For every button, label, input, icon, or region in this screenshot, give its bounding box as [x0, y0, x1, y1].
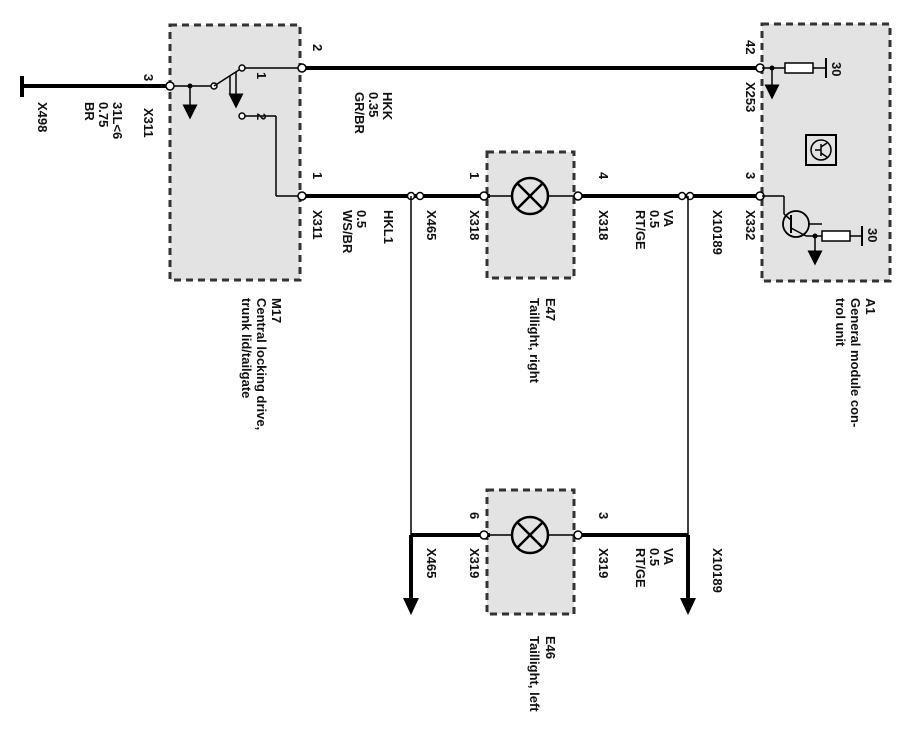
hkl1-name: HKL1	[381, 210, 396, 244]
a1-name-2: trol unit	[833, 298, 848, 347]
resistor-icon	[784, 62, 814, 74]
va-size: 0.5	[647, 210, 662, 228]
e46-pin-in: 6	[467, 512, 482, 519]
e47-id: E47	[543, 298, 558, 321]
e47-out-connector: X318	[596, 210, 611, 240]
m17-name-1: Central locking drive,	[254, 298, 269, 430]
va2-name: VA	[661, 548, 676, 566]
va-color: RT/GE	[633, 210, 648, 250]
a1-bottom-connector: X332	[743, 210, 758, 240]
e46-out-ref: X10189	[710, 548, 725, 593]
m17-switch-b: 2	[254, 113, 269, 120]
e46-out-connector: X319	[596, 548, 611, 578]
a1-supply-2: 30	[865, 228, 880, 242]
a1-internal-top	[762, 58, 827, 100]
va2-size: 0.5	[647, 548, 662, 566]
switch-icon	[174, 64, 300, 197]
ground-connector: X311	[141, 108, 156, 138]
hkl1-connector: X311	[310, 210, 325, 240]
hkk-color: GR/BR	[352, 92, 367, 135]
m17-id: M17	[269, 298, 284, 323]
m17-box	[168, 23, 302, 282]
e46-in-ref: X465	[424, 548, 439, 578]
hkk-size: 0.35	[366, 92, 381, 117]
wire-va	[573, 191, 765, 201]
microcontroller-icon	[805, 134, 837, 166]
hkl1-color: WS/BR	[340, 210, 355, 254]
wire-hkk	[297, 63, 765, 73]
m17-pin-bottom: 1	[310, 172, 325, 179]
a1-supply: 30	[829, 62, 844, 76]
e47-name-1: Taillight, right	[527, 298, 542, 384]
a1-pin-bottom: 3	[743, 172, 758, 179]
wire-x10189	[573, 196, 696, 615]
wire-x465	[403, 196, 490, 615]
a1-top-connector: X253	[743, 82, 758, 112]
e46-pin-out: 3	[596, 512, 611, 519]
arrow-down-icon	[403, 598, 419, 615]
e46-name-1: Taillight, left	[527, 636, 542, 712]
ground-pin: 3	[141, 74, 156, 81]
e47-in-connector: X318	[467, 210, 482, 240]
e46-id: E46	[543, 636, 558, 659]
e46-in-connector: X319	[467, 548, 482, 578]
ground-signal: 31L<6	[110, 102, 125, 139]
a1-id: A1	[863, 298, 878, 315]
hkl1-splice: X465	[424, 210, 439, 240]
transistor-icon	[762, 195, 823, 266]
m17-name-2: trunk lid/tailgate	[239, 298, 254, 398]
va-name: VA	[661, 210, 676, 228]
a1-pin-top: 42	[743, 40, 758, 54]
ground-ref: X498	[35, 102, 50, 132]
lamp-icon	[488, 515, 574, 555]
ground-size: 0.75	[96, 102, 111, 127]
ground-color: BR	[82, 102, 97, 121]
m17-pin-top: 2	[310, 44, 325, 51]
va2-color: RT/GE	[633, 548, 648, 588]
a1-name-1: General module con-	[848, 298, 863, 427]
hkl1-size: 0.5	[354, 210, 369, 228]
m17-switch-a: 1	[254, 72, 269, 79]
va-splice: X10189	[710, 210, 725, 255]
wire-hkl1	[297, 191, 490, 201]
arrow-down-icon	[680, 598, 696, 615]
lamp-icon	[488, 176, 574, 216]
e47-pin-out: 4	[596, 172, 611, 180]
e47-pin-in: 1	[467, 172, 482, 179]
hkk-name: HKK	[380, 92, 395, 121]
resistor-icon	[821, 226, 863, 246]
